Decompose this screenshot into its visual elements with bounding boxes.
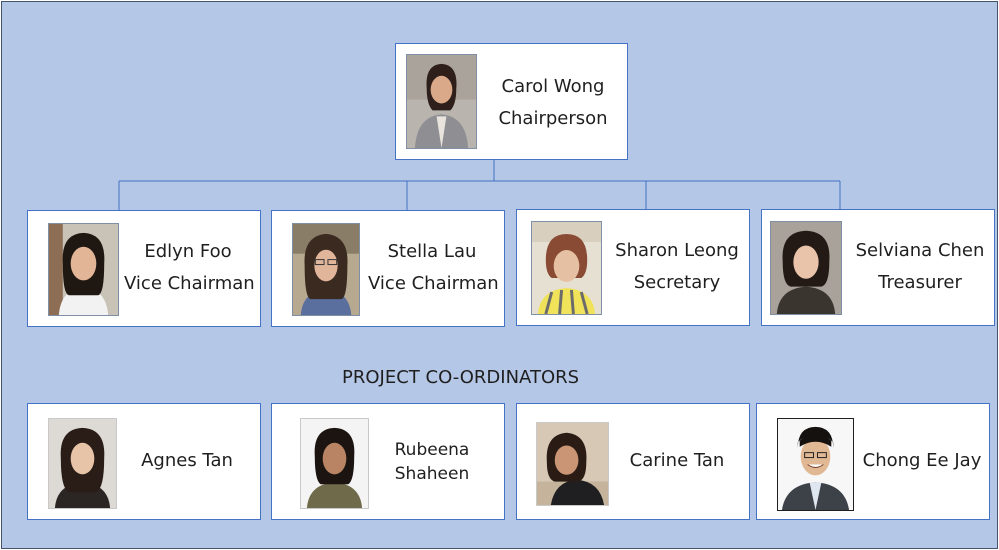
committee-photo-2: [292, 223, 360, 316]
chairperson-name: Carol Wong: [501, 76, 605, 97]
committee-name-3: Sharon Leong: [615, 240, 739, 261]
committee-photo-1: [48, 223, 119, 316]
committee-role-3: Secretary: [633, 272, 721, 293]
coordinator-photo-1: [48, 418, 117, 509]
coordinator-name-2-line1: Rubeena: [394, 440, 470, 460]
coordinator-photo-3: [536, 422, 609, 506]
committee-photo-4: [770, 221, 842, 315]
coordinator-name-4: Chong Ee Jay: [862, 450, 982, 471]
coordinator-card-4: Chong Ee Jay: [756, 403, 990, 520]
coordinator-name-1: Agnes Tan: [141, 450, 233, 471]
chairperson-role: Chairperson: [498, 108, 608, 129]
committee-role-4: Treasurer: [878, 272, 962, 293]
committee-role-1: Vice Chairman: [124, 273, 255, 294]
committee-name-4: Selviana Chen: [855, 240, 985, 261]
committee-role-2: Vice Chairman: [368, 273, 499, 294]
coordinator-card-2: Rubeena Shaheen: [271, 403, 505, 520]
committee-card-2: Stella Lau Vice Chairman: [271, 210, 505, 327]
committee-name-1: Edlyn Foo: [144, 241, 232, 262]
coordinator-name-3: Carine Tan: [629, 450, 725, 471]
coordinator-photo-4: [777, 418, 854, 511]
coordinators-heading: PROJECT CO-ORDINATORS: [342, 367, 580, 388]
committee-card-1: Edlyn Foo Vice Chairman: [27, 210, 261, 327]
coordinator-photo-2: [300, 418, 369, 509]
coordinator-card-3: Carine Tan: [516, 403, 750, 520]
committee-card-4: Selviana Chen Treasurer: [761, 209, 995, 326]
committee-photo-3: [531, 221, 602, 315]
coordinator-card-1: Agnes Tan: [27, 403, 261, 520]
committee-card-3: Sharon Leong Secretary: [516, 209, 750, 326]
chairperson-photo: [406, 54, 477, 149]
coordinator-name-2-line2: Shaheen: [394, 464, 470, 484]
chairperson-card: Carol Wong Chairperson: [395, 43, 628, 160]
committee-name-2: Stella Lau: [387, 241, 477, 262]
